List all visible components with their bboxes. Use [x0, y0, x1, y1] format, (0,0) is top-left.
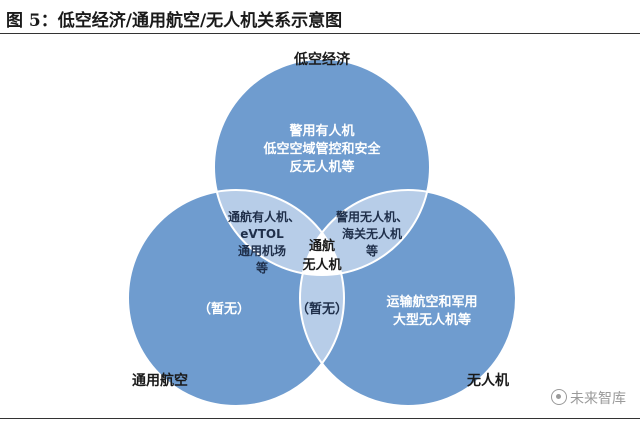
- watermark: 未来智库: [551, 388, 626, 408]
- region-left-right: （暂无）: [296, 301, 348, 317]
- region-center-line-2: 无人机: [301, 257, 341, 273]
- region-top-left-line-2: eVTOL: [240, 227, 284, 241]
- region-top-right-line-3: 等: [365, 243, 378, 258]
- region-top-right-line-2: 海关无人机: [342, 226, 402, 241]
- region-left-only: （暂无）: [198, 301, 250, 317]
- label-general-aviation: 通用航空: [132, 372, 188, 389]
- region-top-right-line-1: 警用无人机、: [335, 209, 408, 224]
- watermark-text: 未来智库: [570, 391, 626, 407]
- overlap-top-left: [214, 190, 344, 275]
- region-top-line-2: 低空空域管控和安全: [262, 141, 381, 157]
- region-top-line-1: 警用有人机: [289, 123, 354, 139]
- overlap-top-right: [300, 190, 430, 275]
- region-top-left-line-3: 通用机场: [238, 243, 286, 258]
- region-right-line-2: 大型无人机等: [393, 312, 471, 328]
- top-rule: [0, 33, 640, 34]
- watermark-logo-icon: [551, 389, 567, 405]
- bottom-rule: [0, 418, 640, 419]
- region-center-line-1: 通航: [309, 238, 335, 254]
- region-right-line-1: 运输航空和军用: [386, 294, 477, 310]
- region-top-left-line-1: 通航有人机、: [228, 209, 300, 224]
- figure-title: 图 5：低空经济/通用航空/无人机关系示意图: [6, 11, 343, 31]
- region-top-left-line-4: 等: [255, 260, 268, 275]
- label-drone: 无人机: [466, 372, 509, 389]
- region-top-line-3: 反无人机等: [289, 159, 354, 175]
- label-low-altitude-economy: 低空经济: [293, 51, 351, 68]
